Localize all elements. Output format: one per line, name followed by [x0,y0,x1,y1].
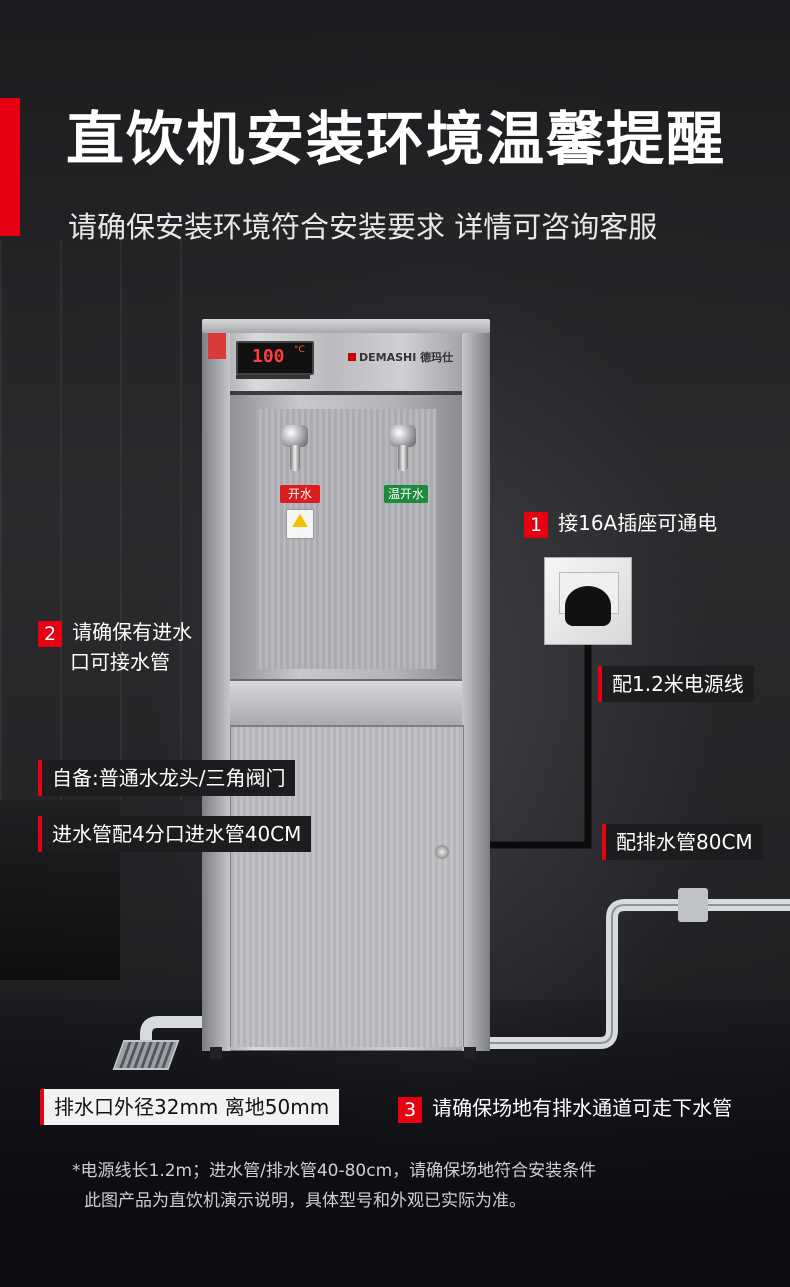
display-value: 100 [252,346,285,367]
machine-foot [464,1047,476,1059]
warm-water-label: 温开水 [384,485,428,503]
window-background [0,240,210,800]
control-strip [236,375,310,379]
title-accent-bar [0,98,20,236]
callout-3-number: 3 [398,1096,423,1123]
footnote-line-2: 此图产品为直饮机演示说明，具体型号和外观已实际为准。 [84,1191,526,1211]
display-unit: °C [294,345,305,355]
footnote-line-1: *电源线长1.2m；进水管/排水管40-80cm，请确保场地符合安装条件 [72,1161,597,1181]
callout-3-text: 请确保场地有排水通道可走下水管 [432,1096,733,1120]
drain-pipe-label: 配排水管80CM [602,824,763,860]
warning-sticker [286,509,314,539]
page-title: 直饮机安装环境温馨提醒 [66,105,727,173]
machine-side-right [462,331,490,1051]
spec-sticker [208,333,226,359]
temperature-display: 100 °C [236,341,314,375]
drain-pipe [490,899,790,1049]
brand-mark-icon [348,353,356,361]
callout-2-number: 2 [38,620,63,647]
power-cord-label: 配1.2米电源线 [598,666,754,702]
callout-2: 2 请确保有进水 口可接水管 [38,617,192,677]
drip-shelf [230,679,462,727]
floor-drain-pipe [140,1016,202,1046]
callout-2-line1: 请确保有进水 [72,620,193,644]
brand-logo: DEMASHI 德玛仕 [348,349,453,365]
machine-top [202,319,490,333]
hot-water-faucet-icon[interactable] [278,425,312,475]
water-dispenser: 100 °C DEMASHI 德玛仕 开水 温开水 [202,319,490,1059]
floor-drain [112,1040,180,1070]
valve [678,888,708,922]
warning-icon [292,514,308,527]
callout-1: 1 接16A插座可通电 [524,507,717,538]
power-cord [490,622,592,849]
brand-name: DEMASHI 德玛仕 [359,351,454,364]
lock-icon[interactable] [435,845,449,859]
callout-1-number: 1 [524,511,549,538]
dispensing-alcove: 开水 温开水 [230,391,462,683]
machine-foot [210,1047,222,1059]
wall-socket [544,557,632,645]
self-prepare-label: 自备:普通水龙头/三角阀门 [38,760,296,796]
callout-1-text: 接16A插座可通电 [558,511,718,535]
warm-water-faucet-icon[interactable] [386,425,420,475]
page-subtitle: 请确保安装环境符合安装要求 详情可咨询客服 [68,210,658,244]
drain-outlet-label: 排水口外径32mm 离地50mm [40,1089,340,1125]
plug-icon [565,586,611,626]
machine-side-left [202,331,230,1051]
callout-2-line2: 口可接水管 [70,650,170,674]
hot-water-label: 开水 [280,485,320,503]
callout-3: 3 请确保场地有排水通道可走下水管 [398,1092,732,1123]
inlet-pipe-label: 进水管配4分口进水管40CM [38,816,312,852]
